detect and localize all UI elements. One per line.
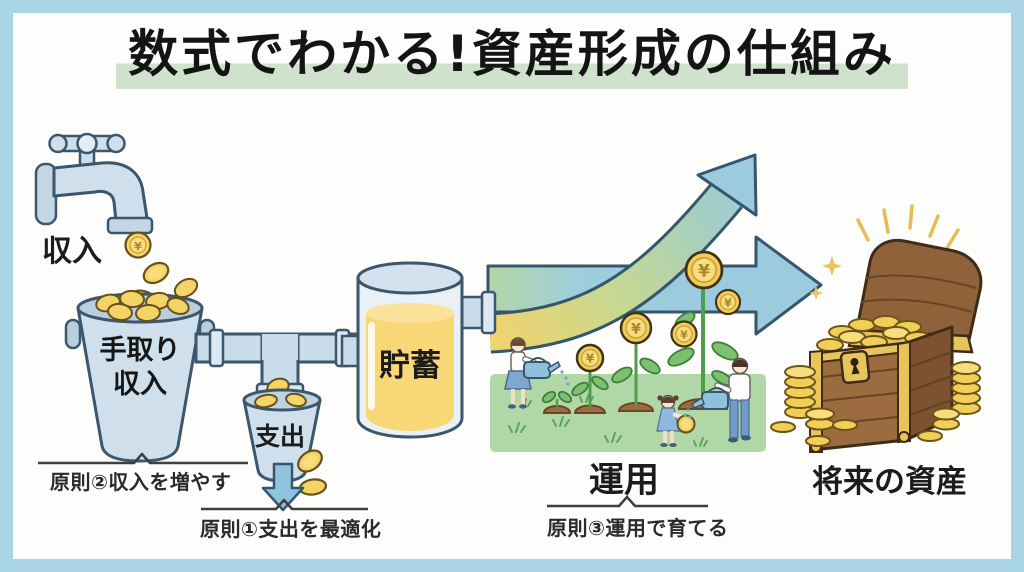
take-home-line2: 収入 — [113, 368, 167, 400]
yen-coin-symbol: ¥ — [134, 240, 142, 253]
watering-man-icon — [683, 357, 751, 443]
expense-down-arrow-icon — [261, 462, 305, 512]
money-plant-sprout-icon — [541, 390, 573, 414]
bracket-optimize-expense — [201, 498, 368, 511]
grass-tufts — [508, 393, 708, 447]
savings-tank-icon — [340, 261, 497, 439]
coin-stack-icon — [932, 361, 981, 431]
bracket-grow-investment — [547, 495, 708, 508]
yen-coin-symbol: ¥ — [586, 352, 595, 366]
money-plant-medium-icon: ¥ — [611, 311, 661, 412]
yen-coin-symbol: ¥ — [724, 297, 732, 310]
treasure-chest-icon — [770, 204, 983, 453]
sparkle-rays-icon — [856, 204, 960, 250]
yen-coin-symbol: ¥ — [631, 322, 641, 338]
principle-optimize-expense: 原則①支出を最適化 — [200, 517, 382, 541]
page-title: 数式でわかる!資産形成の仕組み — [116, 20, 908, 89]
investment-label: 運用 — [589, 461, 660, 501]
take-home-line1: 手取り — [99, 335, 181, 366]
principle-brackets — [38, 452, 708, 511]
page-title-wrap: 数式でわかる!資産形成の仕組み — [0, 20, 1024, 89]
yen-coin-symbol: ¥ — [698, 262, 710, 282]
yen-coin-symbol: ¥ — [680, 329, 688, 342]
faucet-icon — [34, 132, 154, 235]
sparkle-star-icon — [822, 256, 842, 276]
sparkle-star-icon — [809, 286, 823, 300]
bracket-increase-income — [38, 452, 248, 465]
child-with-coin-icon — [656, 394, 696, 447]
money-plant-tall-icon: ¥ ¥ ¥ — [667, 250, 742, 410]
income-label: 収入 — [42, 234, 102, 269]
principle-grow-with-investment: 原則③運用で育てる — [547, 516, 729, 540]
loose-coins — [770, 419, 943, 447]
growth-curve-arrow-icon — [488, 153, 758, 354]
coin-stack-icon — [784, 365, 835, 431]
take-home-income-label: 手取り 収入 — [86, 334, 194, 402]
savings-label: 貯蓄 — [379, 348, 441, 384]
future-assets-label: 将来の資産 — [812, 464, 967, 500]
principle-increase-income: 原則②収入を増やす — [50, 470, 232, 494]
expense-label: 支出 — [255, 422, 306, 451]
bucket-coins — [95, 277, 199, 323]
falling-coins-icon: ¥ — [124, 231, 170, 309]
watering-woman-icon — [504, 337, 570, 409]
chest-lock-icon — [839, 349, 871, 385]
money-plant-small-icon: ¥ — [571, 343, 609, 414]
